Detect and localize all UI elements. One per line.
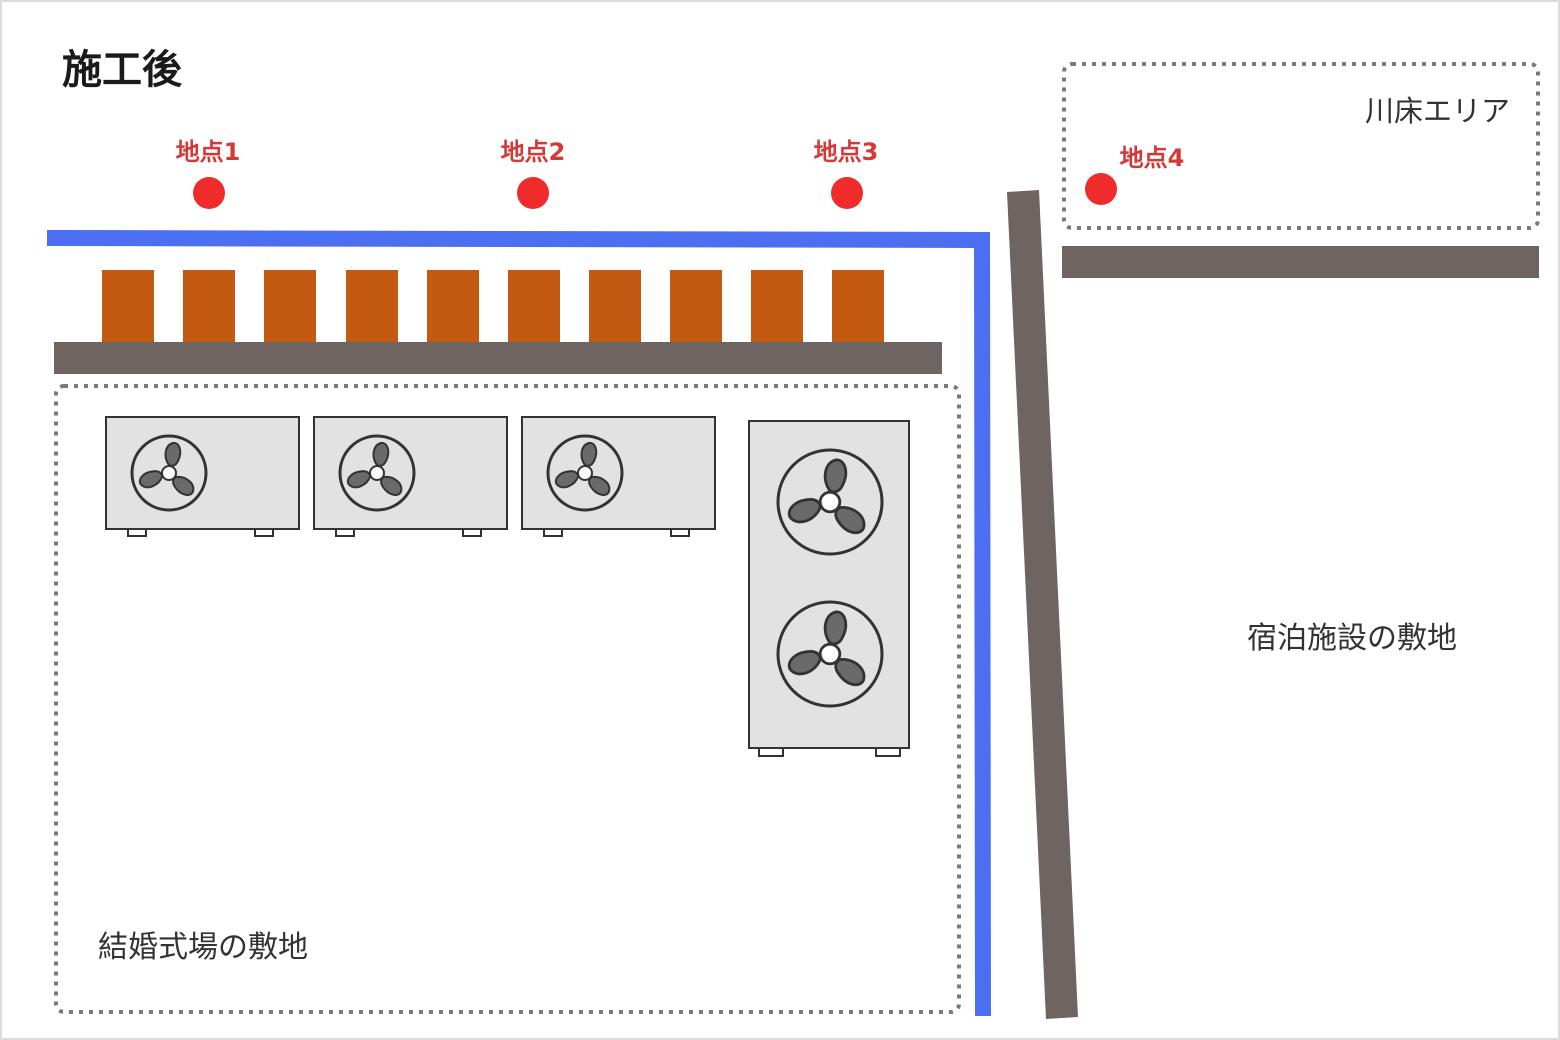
blue-wall xyxy=(46,230,991,1017)
wedding-site-border xyxy=(54,384,961,1014)
point-4: 地点4 xyxy=(1085,144,1184,205)
point-marker-2 xyxy=(517,177,549,209)
base-wall xyxy=(54,342,942,374)
orange-block xyxy=(183,270,235,344)
lodging-site-label: 宿泊施設の敷地 xyxy=(1247,621,1457,656)
point-label-4: 地点4 xyxy=(1120,144,1185,172)
point-marker-1 xyxy=(193,177,225,209)
point-label-2: 地点2 xyxy=(501,138,566,166)
point-2: 地点2 xyxy=(501,138,566,209)
orange-block xyxy=(508,270,560,344)
point-marker-3 xyxy=(831,177,863,209)
point-label-1: 地点1 xyxy=(176,138,241,166)
outdoor-unit-small-1 xyxy=(105,416,300,537)
orange-block xyxy=(427,270,479,344)
wedding-site-label: 結婚式場の敷地 xyxy=(98,930,308,965)
orange-block xyxy=(264,270,316,344)
point-3: 地点3 xyxy=(814,138,879,209)
orange-blocks xyxy=(102,270,884,344)
orange-block xyxy=(589,270,641,344)
orange-block xyxy=(102,270,154,344)
boundary-wall xyxy=(1007,190,1078,1019)
point-1: 地点1 xyxy=(176,138,241,209)
outdoor-unit-large xyxy=(748,420,910,757)
orange-block xyxy=(346,270,398,344)
riverbed-wall xyxy=(1062,246,1539,278)
orange-block xyxy=(751,270,803,344)
diagram-title: 施工後 xyxy=(62,47,183,93)
riverbed-area-label: 川床エリア xyxy=(1365,94,1510,128)
outdoor-unit-small-2 xyxy=(313,416,508,537)
point-label-3: 地点3 xyxy=(814,138,879,166)
orange-block xyxy=(832,270,884,344)
outdoor-unit-small-3 xyxy=(521,416,716,537)
orange-block xyxy=(670,270,722,344)
point-marker-4 xyxy=(1085,173,1117,205)
